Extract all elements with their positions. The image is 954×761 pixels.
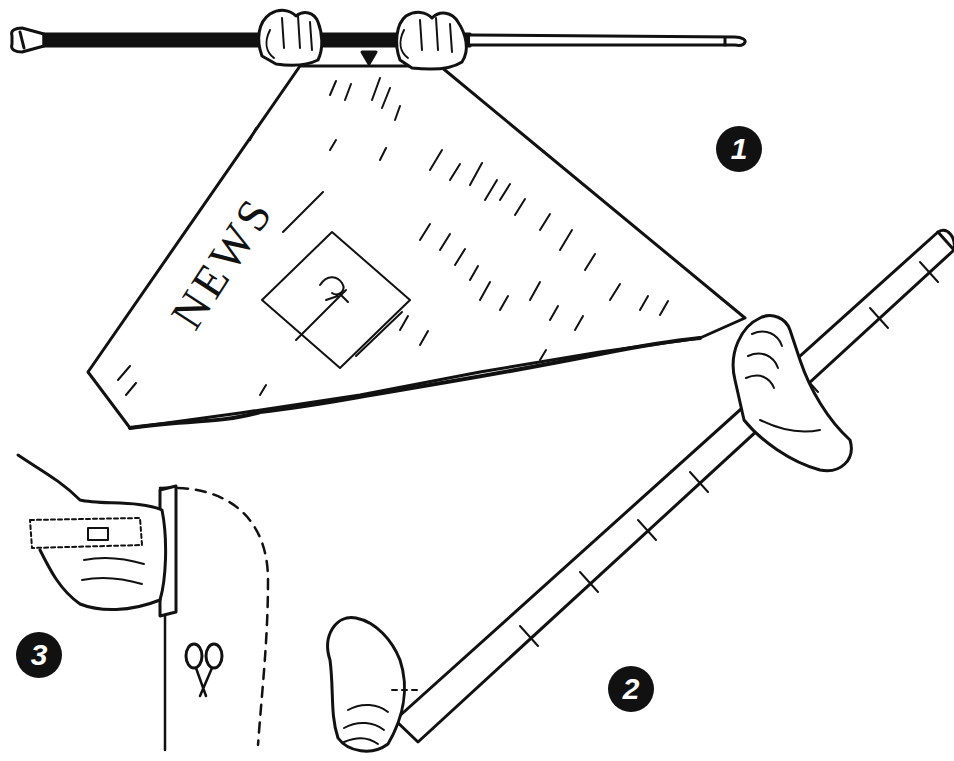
walking-cane (12, 28, 746, 64)
hand-with-bill (18, 455, 166, 610)
right-hand (397, 12, 467, 69)
callout-number: 2 (608, 666, 654, 712)
paper-tube (395, 230, 954, 742)
upper-hand (733, 316, 851, 471)
lower-hand (328, 618, 420, 752)
pocket-outline (160, 486, 268, 750)
newspaper-sheet (88, 66, 745, 428)
left-hand (259, 10, 322, 65)
callout-number: 3 (16, 632, 62, 678)
callout-number: 1 (716, 126, 762, 172)
scissors-symbol (186, 644, 222, 696)
